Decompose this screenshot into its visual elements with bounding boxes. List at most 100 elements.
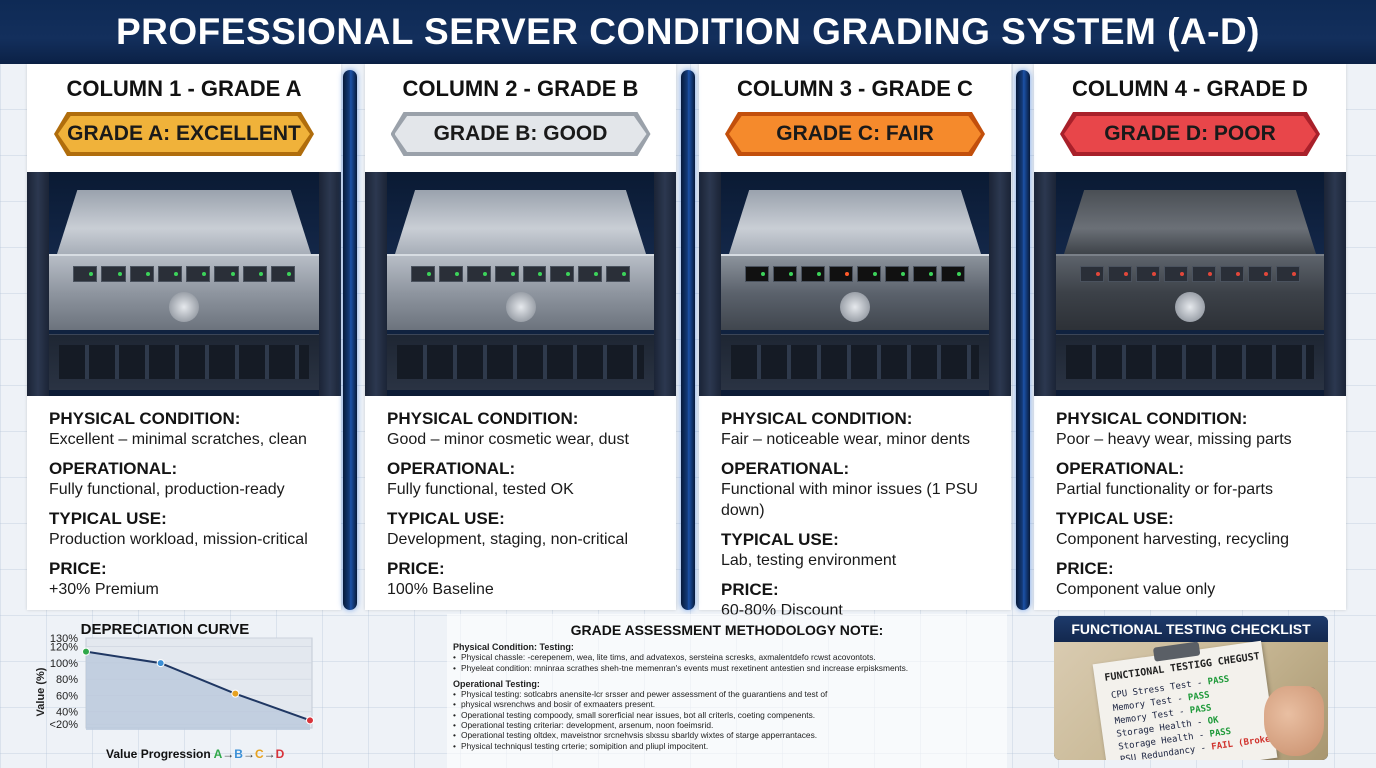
rack-post <box>699 172 721 396</box>
server-front-panel <box>721 254 989 330</box>
y-tick-label: 120% <box>50 642 78 654</box>
checklist-status: OK <box>1207 715 1220 727</box>
server-front-panel <box>1056 254 1324 330</box>
server-chassis-top <box>57 190 311 254</box>
price-value: +30% Premium <box>49 581 159 598</box>
grade-column-3: COLUMN 3 - GRADE C GRADE C: FAIR PHYSICA… <box>699 64 1011 619</box>
operational-value: Functional with minor issues (1 PSU down… <box>721 481 978 519</box>
operational-label: OPERATIONAL: <box>387 459 516 478</box>
x-axis-arrow: → <box>222 747 234 761</box>
methodology-item: Physical testing: sotlcabrs anensite-lcr… <box>453 689 1001 700</box>
grade-badge: GRADE A: EXCELLENT <box>54 112 314 156</box>
grade-details: PHYSICAL CONDITION: Poor – heavy wear, m… <box>1056 409 1346 600</box>
drive-bay <box>1192 266 1216 282</box>
methodology-item: Operational testing criteriar: developme… <box>453 720 1001 731</box>
typical-use-value: Component harvesting, recycling <box>1056 531 1290 548</box>
operational-label: OPERATIONAL: <box>721 459 850 478</box>
column-title: COLUMN 1 - GRADE A <box>66 76 302 101</box>
drive-bay <box>1220 266 1244 282</box>
methodology-section-operational: Operational Testing: <box>453 678 540 689</box>
drive-bay <box>214 266 239 282</box>
physical-condition-label: PHYSICAL CONDITION: <box>387 409 579 428</box>
drive-bay-row <box>1080 266 1300 282</box>
drive-bay <box>1136 266 1160 282</box>
server-chassis-top <box>395 190 646 254</box>
drive-bay <box>1080 266 1104 282</box>
hand-icon <box>1264 686 1324 756</box>
x-axis-grade-a: A <box>214 747 223 761</box>
server-photo <box>27 172 341 396</box>
price-label: PRICE: <box>1056 559 1114 578</box>
methodology-item: physical wsrenchws and bosir of exmaater… <box>453 699 1001 710</box>
price-label: PRICE: <box>387 559 445 578</box>
drive-bay <box>857 266 881 282</box>
checklist-status: PASS <box>1208 726 1232 740</box>
rack-post <box>1034 172 1056 396</box>
drive-bay <box>411 266 435 282</box>
clipboard-clip <box>1152 641 1201 662</box>
depreciation-chart-svg: 130%120%100%80%60%40%<20%Value (%)Value … <box>35 633 314 761</box>
checklist-status: PASS <box>1189 703 1213 717</box>
data-point-d <box>306 716 314 725</box>
drive-bay <box>494 266 519 282</box>
grade-badge-label: GRADE A: EXCELLENT <box>67 122 301 145</box>
physical-condition-label: PHYSICAL CONDITION: <box>721 409 913 428</box>
checklist-title: FUNCTIONAL TESTING CHECKLIST <box>1054 616 1328 642</box>
server-logo-icon <box>169 292 199 322</box>
drive-bay <box>522 266 547 282</box>
drive-bay <box>101 266 126 282</box>
y-tick-label: 40% <box>56 707 78 719</box>
methodology-item: Physical chassle: -cerepenem, wea, lite … <box>453 652 1001 663</box>
drive-bay <box>801 266 825 282</box>
y-tick-label: 100% <box>50 658 78 670</box>
rack-post <box>319 172 341 396</box>
methodology-item: Operational testing oltdex, maveistnor s… <box>453 730 1001 741</box>
operational-label: OPERATIONAL: <box>49 459 178 478</box>
drive-bay <box>1248 266 1272 282</box>
checklist-photo: FUNCTIONAL TESTIGG CHEGUST CPU Stress Te… <box>1054 640 1328 760</box>
server-photo <box>365 172 676 396</box>
drive-bay <box>186 266 211 282</box>
physical-condition-label: PHYSICAL CONDITION: <box>1056 409 1248 428</box>
drive-bay-row <box>411 266 630 282</box>
checklist-status: PASS <box>1207 674 1230 688</box>
drive-bay-row <box>73 266 295 282</box>
y-tick-label: <20% <box>50 719 79 731</box>
x-axis-grade-b: B <box>234 747 243 761</box>
drive-bay <box>913 266 937 282</box>
server-lower-unit <box>49 334 319 390</box>
price-value: 100% Baseline <box>387 581 494 598</box>
server-front-panel <box>387 254 654 330</box>
chart-title: DEPRECIATION CURVE <box>80 621 250 638</box>
methodology-item: Operational testing compoody, small sore… <box>453 710 1001 721</box>
server-photo <box>1034 172 1346 396</box>
price-label: PRICE: <box>49 559 107 578</box>
server-chassis-top <box>1064 190 1316 254</box>
methodology-note: GRADE ASSESSMENT METHODOLOGY NOTE: Physi… <box>447 614 1007 768</box>
y-tick-label: 130% <box>50 633 78 645</box>
column-divider <box>343 70 357 610</box>
typical-use-label: TYPICAL USE: <box>49 509 167 528</box>
rack-post <box>27 172 49 396</box>
rack-post <box>365 172 387 396</box>
drive-bay <box>606 266 630 282</box>
price-label: PRICE: <box>721 580 779 599</box>
drive-bay <box>773 266 797 282</box>
operational-label: OPERATIONAL: <box>1056 459 1185 478</box>
grade-badge-label: GRADE C: FAIR <box>776 122 934 145</box>
y-axis-label: Value (%) <box>35 667 47 716</box>
server-logo-icon <box>505 292 536 322</box>
typical-use-value: Lab, testing environment <box>721 552 897 569</box>
methodology-item: Physical techniqusl testing crterie; som… <box>453 741 1001 752</box>
x-axis-arrow: → <box>243 747 255 761</box>
drive-bay-row <box>745 266 965 282</box>
drive-bay <box>745 266 769 282</box>
operational-value: Partial functionality or for-parts <box>1056 481 1273 498</box>
column-title: COLUMN 2 - GRADE B <box>402 76 639 101</box>
server-photo <box>699 172 1011 396</box>
methodology-list-physical: Physical chassle: -cerepenem, wea, lite … <box>453 652 1001 673</box>
drive-bay <box>829 266 853 282</box>
grade-details: PHYSICAL CONDITION: Excellent – minimal … <box>49 409 339 600</box>
server-lower-unit <box>1056 334 1324 390</box>
